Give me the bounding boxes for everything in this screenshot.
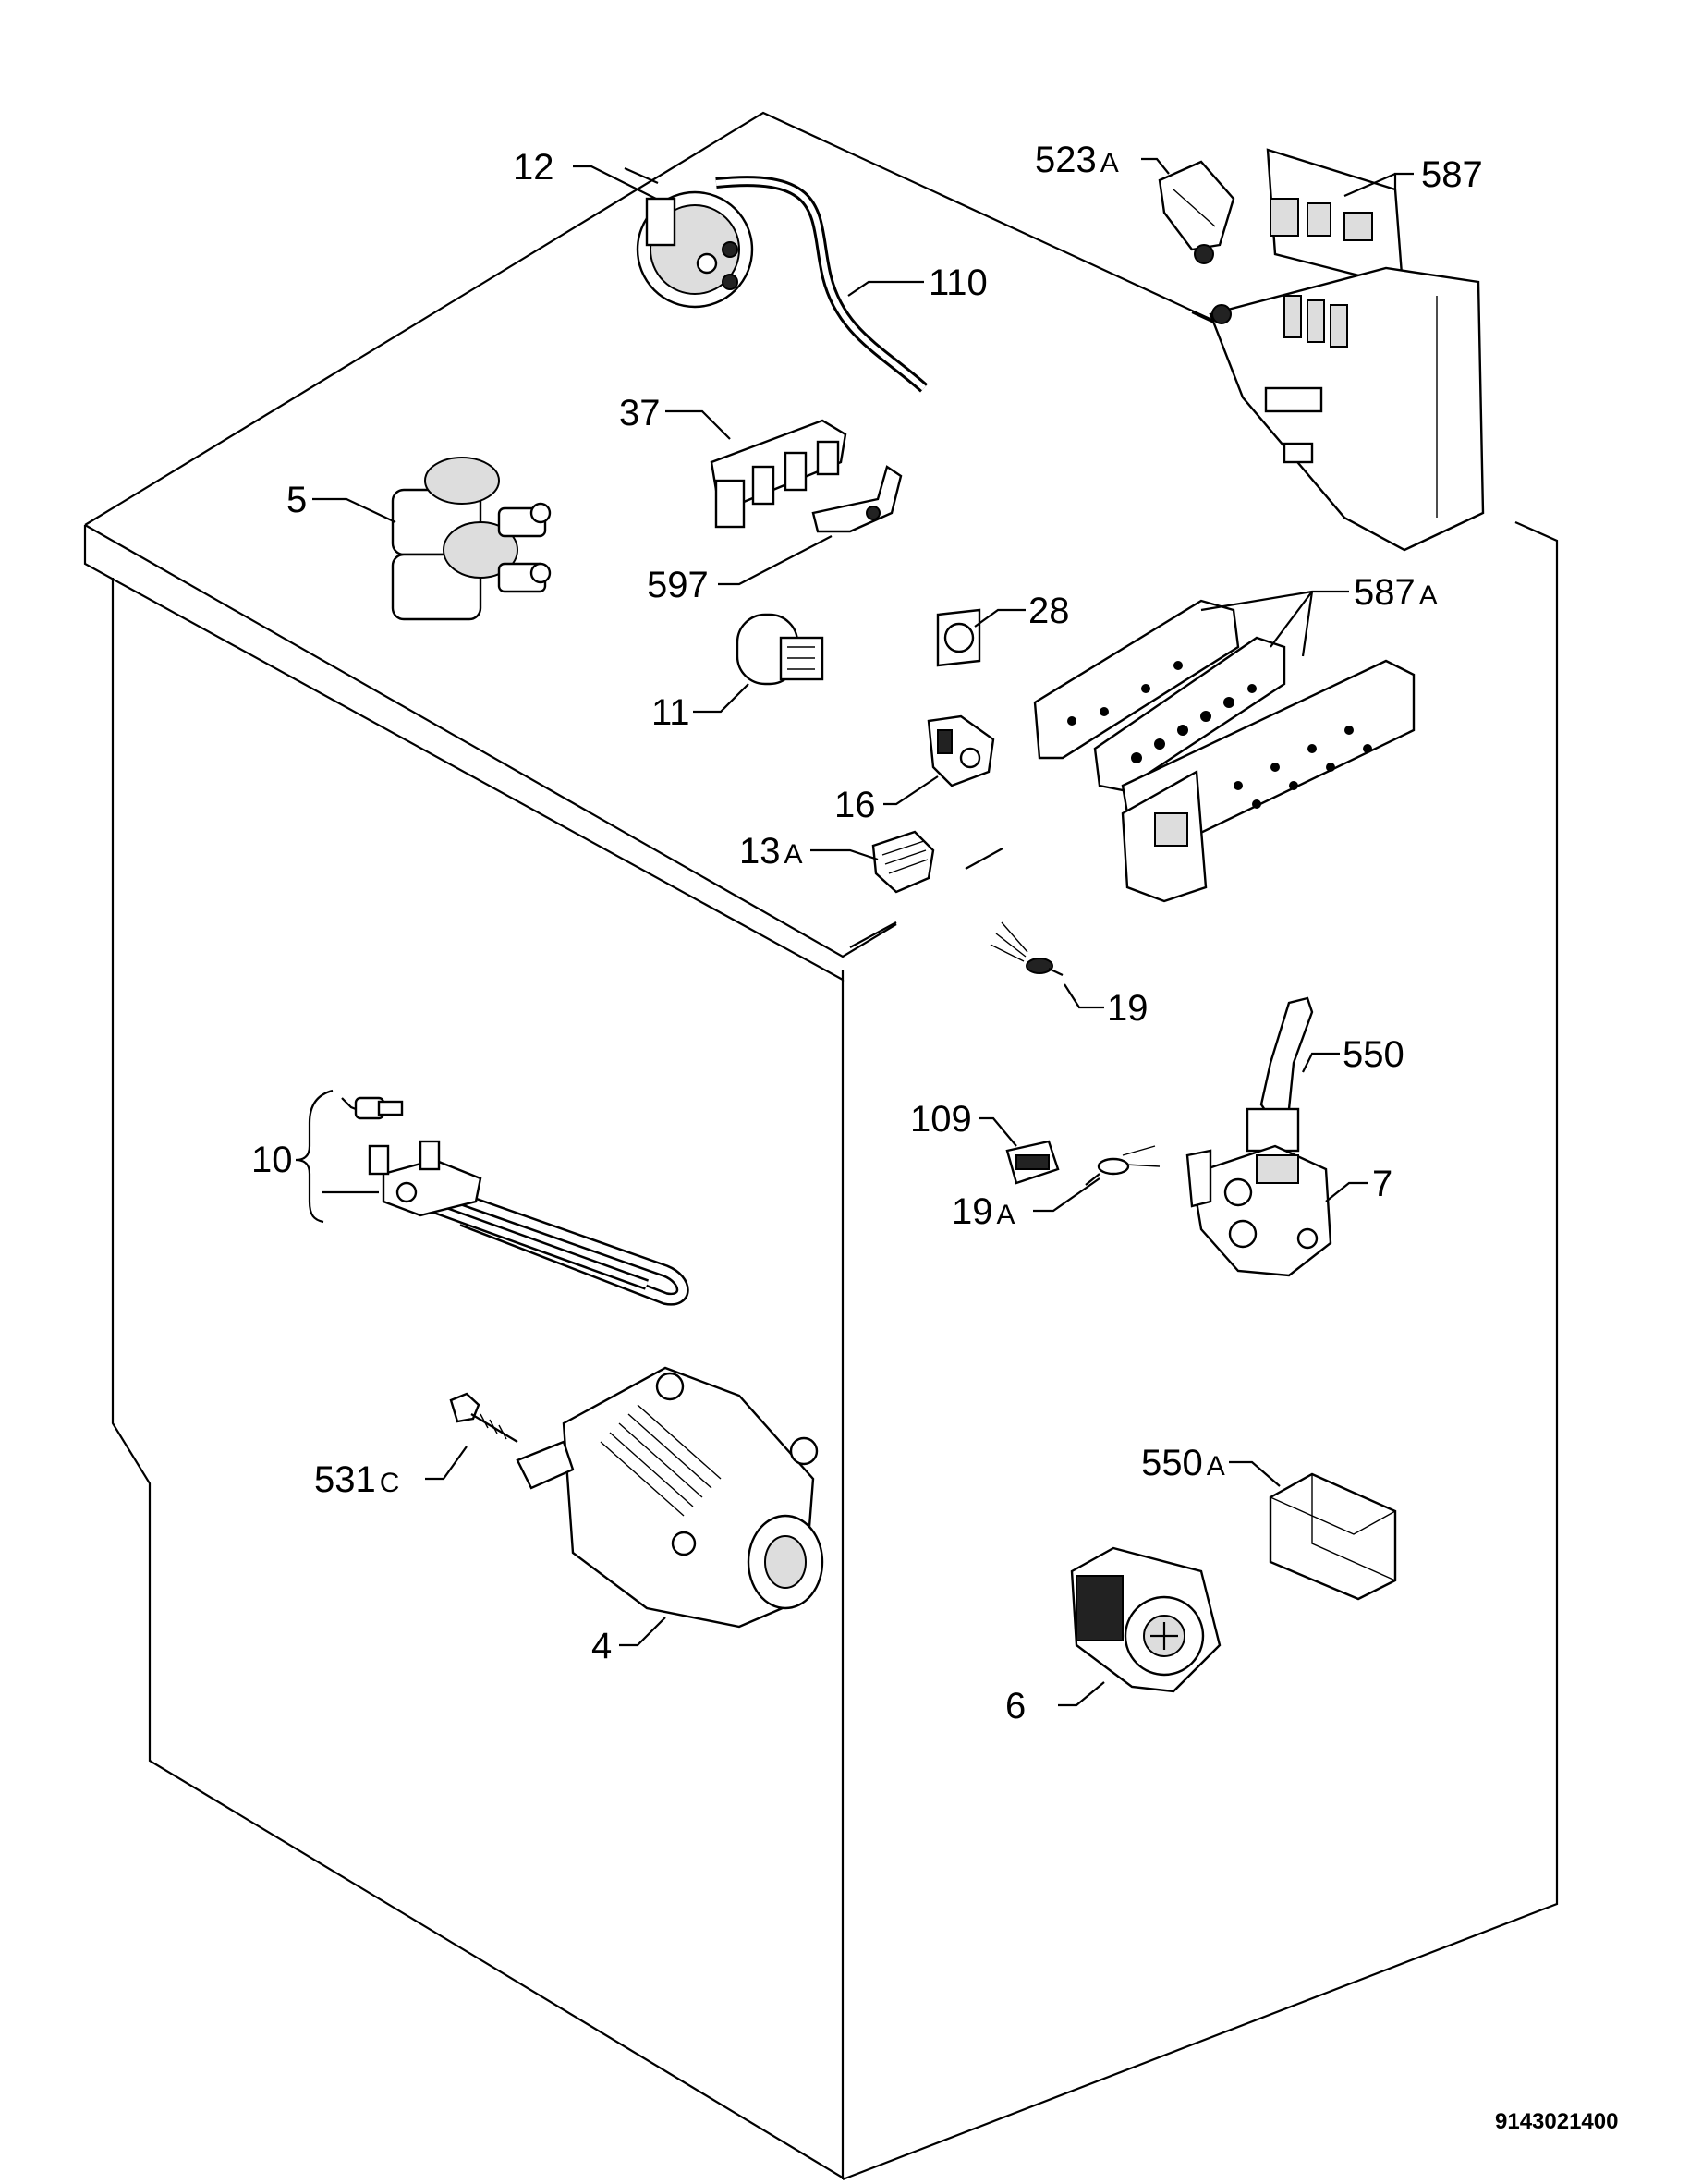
- label-19a-suffix: A: [997, 1200, 1015, 1230]
- label-13a-suffix: A: [784, 839, 803, 870]
- part-hose: [715, 176, 928, 393]
- label-19a-number: 19: [952, 1191, 993, 1232]
- label-12: 12: [513, 147, 554, 188]
- label-13a-number: 13: [739, 831, 781, 872]
- part-bracket: [811, 465, 903, 533]
- label-37: 37: [619, 393, 661, 433]
- part-main-board: [1209, 148, 1485, 552]
- part-lever: [1246, 996, 1314, 1153]
- label-523a-number: 523: [1035, 140, 1097, 180]
- label-531c-suffix: C: [380, 1468, 400, 1498]
- label-16: 16: [834, 785, 876, 825]
- part-connector: [871, 830, 935, 894]
- label-587a-number: 587: [1354, 572, 1416, 613]
- label-110: 110: [929, 262, 988, 303]
- label-7: 7: [1372, 1164, 1392, 1204]
- diagram-code: 9143021400: [1495, 2109, 1618, 2134]
- label-550a-number: 550: [1141, 1443, 1203, 1483]
- part-display-boards: [1033, 599, 1416, 903]
- label-550: 550: [1343, 1034, 1404, 1075]
- part-door-switch: [927, 714, 995, 787]
- label-11: 11: [651, 692, 690, 733]
- part-sensor-clip: [1158, 160, 1235, 264]
- label-6: 6: [1005, 1686, 1026, 1726]
- leader-lines: [295, 157, 1414, 1707]
- cabinet-outline: [83, 111, 1559, 2181]
- part-pressure-switch: [636, 190, 754, 309]
- label-10: 10: [251, 1140, 293, 1180]
- part-screw: [449, 1392, 518, 1443]
- part-inlet-valve: [391, 457, 552, 621]
- label-531c-number: 531: [314, 1459, 376, 1500]
- part-gasket: [936, 608, 981, 667]
- label-597: 597: [647, 565, 709, 605]
- label-28: 28: [1028, 591, 1070, 631]
- part-pump-motor: [1070, 1546, 1222, 1693]
- label-587: 587: [1421, 154, 1483, 195]
- part-heating-element: [354, 1096, 689, 1306]
- label-523a-suffix: A: [1100, 148, 1119, 178]
- part-cover: [1269, 1472, 1397, 1601]
- part-ntc-sensor: [1085, 1145, 1161, 1186]
- part-drain-pump: [516, 1366, 824, 1629]
- label-19: 19: [1107, 988, 1149, 1029]
- label-5: 5: [286, 480, 307, 520]
- label-587a-suffix: A: [1419, 580, 1438, 611]
- part-terminal-block: [710, 419, 847, 529]
- part-door-interlock: [1185, 1144, 1332, 1277]
- part-cap: [1005, 1140, 1060, 1185]
- label-4: 4: [591, 1626, 612, 1666]
- part-capacitor: [736, 613, 824, 686]
- part-thermistor: [990, 921, 1064, 976]
- label-109: 109: [910, 1099, 972, 1140]
- label-550a-suffix: A: [1207, 1451, 1225, 1482]
